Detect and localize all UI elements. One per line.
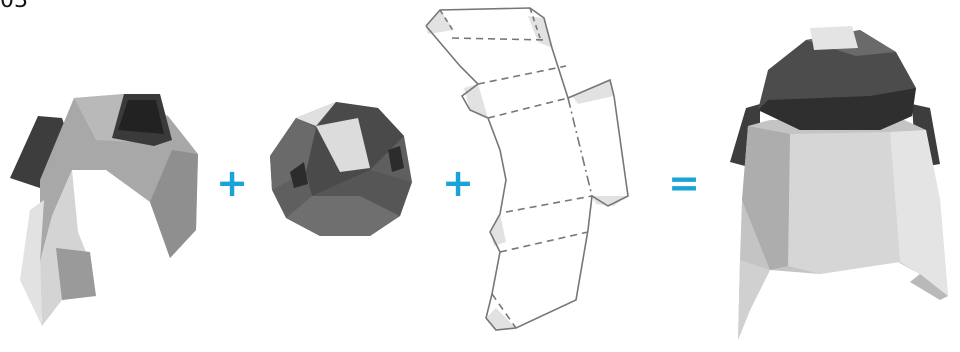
glue-tab [592, 196, 626, 206]
model-head-patch [810, 26, 858, 50]
fold-line [568, 98, 592, 196]
body-panel-icon [10, 94, 198, 326]
model-leg-left [738, 260, 770, 340]
glue-tab [486, 308, 516, 330]
fold-line [478, 66, 566, 84]
model-body-right [890, 130, 948, 296]
assembled-model-icon [730, 26, 948, 340]
equals-operator: = [668, 161, 700, 205]
fold-line [506, 196, 592, 212]
plus-operator-1: + [216, 161, 248, 205]
model-body-front [788, 132, 900, 274]
glue-tab [572, 80, 614, 104]
plus-operator-2: + [442, 161, 474, 205]
fold-line [500, 232, 588, 252]
body-panel-lower-shade [56, 248, 96, 300]
head-block-icon [270, 102, 412, 236]
fold-line [452, 38, 548, 40]
fold-line [488, 98, 568, 118]
